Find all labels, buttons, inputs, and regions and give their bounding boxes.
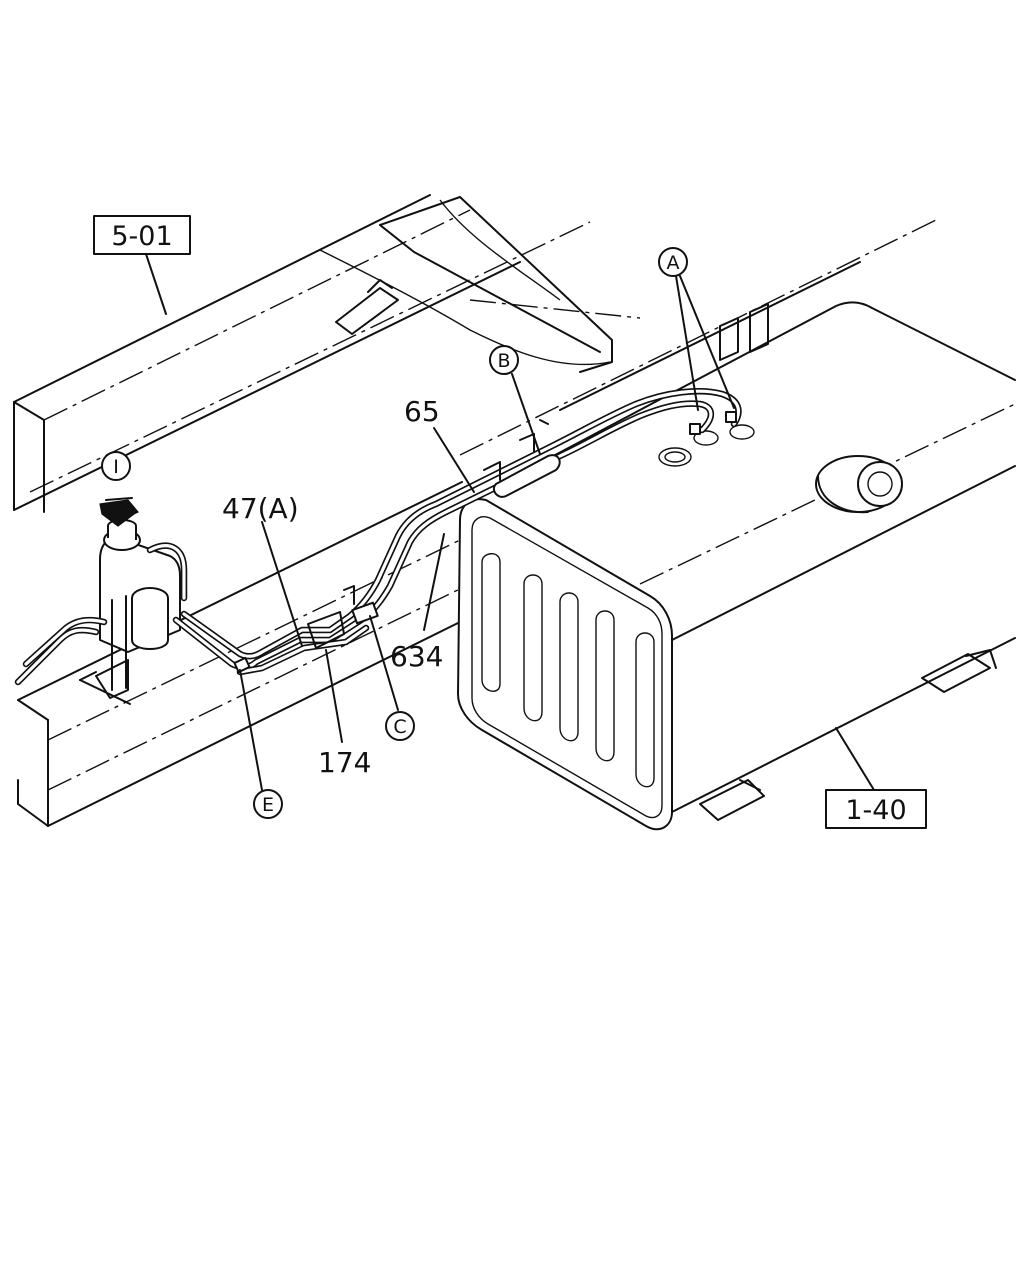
callout-c: C — [385, 711, 415, 741]
ref-box-tank: 1-40 — [825, 789, 927, 829]
part-number-634: 634 — [390, 640, 443, 673]
part-number-65: 65 — [404, 395, 440, 428]
fuel-pipes — [14, 387, 742, 686]
callout-c-label: C — [393, 716, 406, 738]
callout-e: E — [253, 789, 283, 819]
callout-b: B — [489, 345, 519, 375]
callout-b-label: B — [497, 350, 510, 372]
callout-i: I — [101, 451, 131, 481]
leader-lines — [145, 253, 875, 791]
callout-i-label: I — [113, 456, 119, 478]
ref-tank-label: 1-40 — [845, 795, 906, 826]
crossmember — [319, 196, 937, 456]
ref-box-frame: 5-01 — [93, 215, 191, 255]
callout-e-label: E — [262, 794, 274, 816]
part-number-47a: 47(A) — [222, 492, 299, 525]
ref-frame-label: 5-01 — [111, 221, 172, 252]
part-number-174: 174 — [318, 746, 371, 779]
fuel-filter-assembly — [79, 497, 181, 705]
callout-a-label: A — [667, 252, 680, 274]
callout-a: A — [658, 247, 688, 277]
frame-rail — [13, 194, 591, 827]
fuel-tank — [457, 301, 1016, 831]
